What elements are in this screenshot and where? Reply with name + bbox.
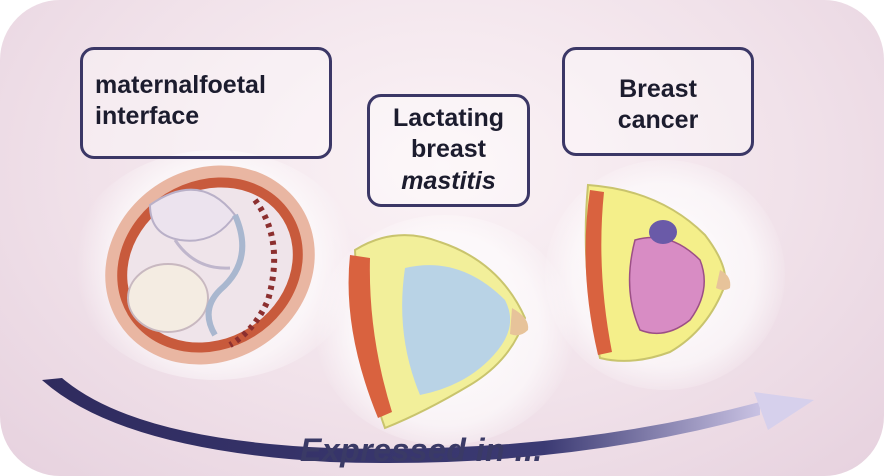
label-maternal-foetal-interface: maternalfoetal interface: [80, 47, 332, 159]
caption-expressed-in: Expressed in ...: [300, 432, 543, 469]
label-lactating-line3: mastitis: [370, 166, 527, 197]
breast-cancer-illustration: [586, 185, 731, 361]
label-lactating-line2: breast: [370, 134, 527, 165]
label-lactating-line1: Lactating: [370, 103, 527, 134]
uterus-fetus-illustration: [68, 126, 353, 403]
label-maternal-line2: interface: [95, 101, 329, 132]
label-cancer-line2: cancer: [565, 105, 751, 136]
lactating-breast-illustration: [349, 235, 529, 428]
label-cancer-line1: Breast: [565, 74, 751, 105]
label-breast-cancer: Breast cancer: [562, 47, 754, 156]
label-lactating-breast: Lactating breast mastitis: [367, 94, 530, 207]
label-maternal-line1: maternalfoetal: [95, 70, 329, 101]
